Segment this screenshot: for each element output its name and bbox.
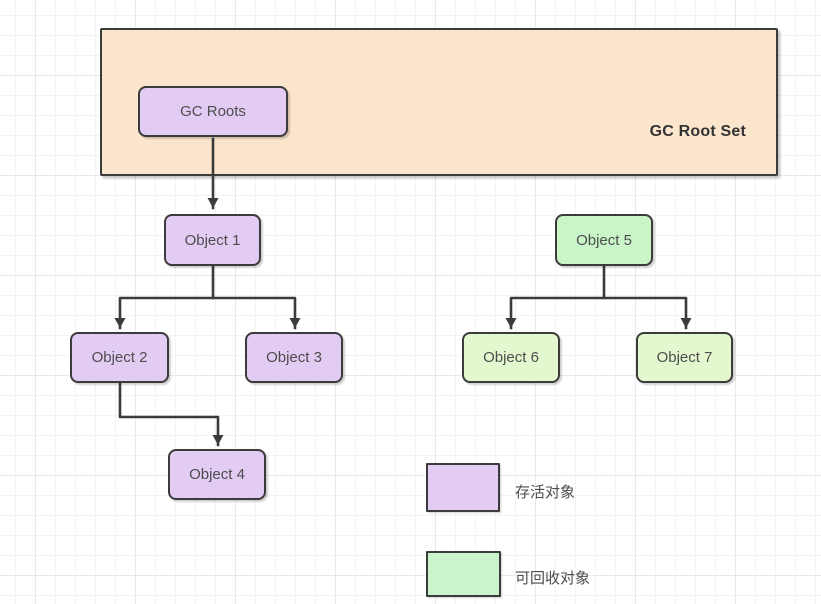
node-object-6-label: Object 6: [483, 349, 539, 366]
node-object-7[interactable]: Object 7: [636, 332, 733, 383]
edge-object2-object4[interactable]: [118, 382, 224, 447]
edge-object5-object6[interactable]: [505, 264, 606, 330]
node-object-2[interactable]: Object 2: [70, 332, 169, 383]
node-gc-roots-label: GC Roots: [180, 103, 246, 120]
edge-object1-object2[interactable]: [114, 264, 215, 330]
node-object-5[interactable]: Object 5: [555, 214, 653, 266]
node-object-2-label: Object 2: [91, 349, 148, 366]
node-object-7-label: Object 7: [656, 349, 713, 366]
node-object-4-label: Object 4: [189, 466, 245, 483]
node-object-5-label: Object 5: [576, 231, 632, 249]
edge-object5-object7[interactable]: [602, 296, 692, 330]
edge-object1-object3[interactable]: [211, 296, 301, 330]
node-gc-roots[interactable]: GC Roots: [138, 86, 288, 137]
gc-root-set-title: GC Root Set: [649, 123, 746, 140]
legend-label-alive: 存活对象: [515, 484, 576, 501]
node-object-1-label: Object 1: [184, 231, 241, 249]
node-object-6[interactable]: Object 6: [462, 332, 560, 383]
node-object-3[interactable]: Object 3: [245, 332, 343, 383]
node-object-4[interactable]: Object 4: [168, 449, 266, 500]
legend-swatch-recyclable[interactable]: [426, 551, 501, 597]
node-object-3-label: Object 3: [266, 349, 322, 366]
legend-swatch-alive[interactable]: [426, 463, 500, 512]
legend-label-recyclable: 可回收对象: [515, 570, 591, 587]
node-object-1[interactable]: Object 1: [164, 214, 261, 266]
